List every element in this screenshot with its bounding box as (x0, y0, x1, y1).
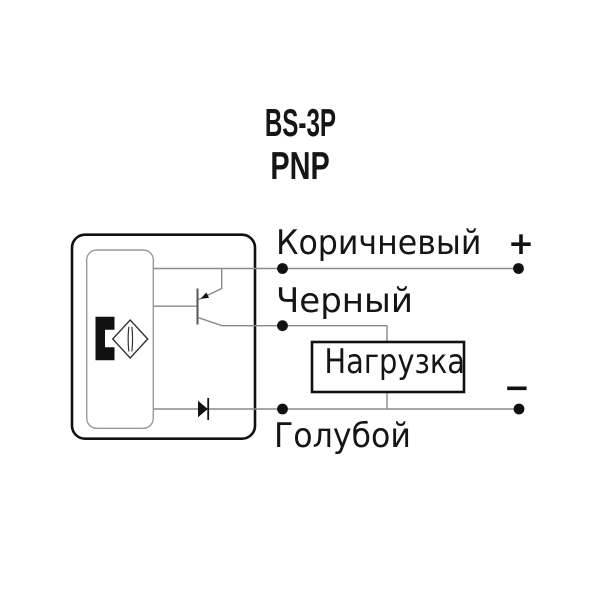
load-label: Нагрузка (312, 342, 466, 382)
diode-triangle (198, 400, 208, 418)
sensor-lens-line (127, 326, 130, 352)
load-label-text: Нагрузка (324, 342, 466, 382)
sensor-lens-line (131, 326, 134, 352)
junction-dot (277, 263, 288, 274)
junction-dot (277, 403, 288, 415)
wire-black-label-text: Черный (276, 281, 413, 321)
output-type: PNP (270, 145, 330, 188)
wire-black-label: Черный (276, 284, 413, 318)
inductive-sensor-icon (95, 316, 149, 361)
minus-terminal-sign: − (504, 369, 530, 406)
wire-brown-label-text: Коричневый (276, 223, 482, 263)
sensor-field-diamond (111, 318, 149, 360)
diode-icon (198, 398, 210, 420)
sensor-core-shape (95, 316, 115, 361)
pnp-transistor-icon (153, 268, 223, 325)
junction-dot (277, 320, 288, 332)
terminal-dot-minus (513, 403, 525, 415)
emitter-arrow-icon (200, 292, 209, 299)
page-subtitle: PNP (0, 147, 600, 186)
load-box (310, 340, 466, 394)
wire-blue-label-text: Голубой (274, 416, 411, 456)
wire-brown-label: Коричневый (276, 226, 497, 260)
terminal-dot-plus (513, 263, 524, 274)
model-name: BS-3P (264, 102, 336, 145)
page-title: BS-3P (0, 104, 600, 143)
wire-blue-label: Голубой (274, 419, 421, 453)
plus-terminal-sign: + (508, 225, 534, 262)
wire-black (198, 317, 388, 342)
